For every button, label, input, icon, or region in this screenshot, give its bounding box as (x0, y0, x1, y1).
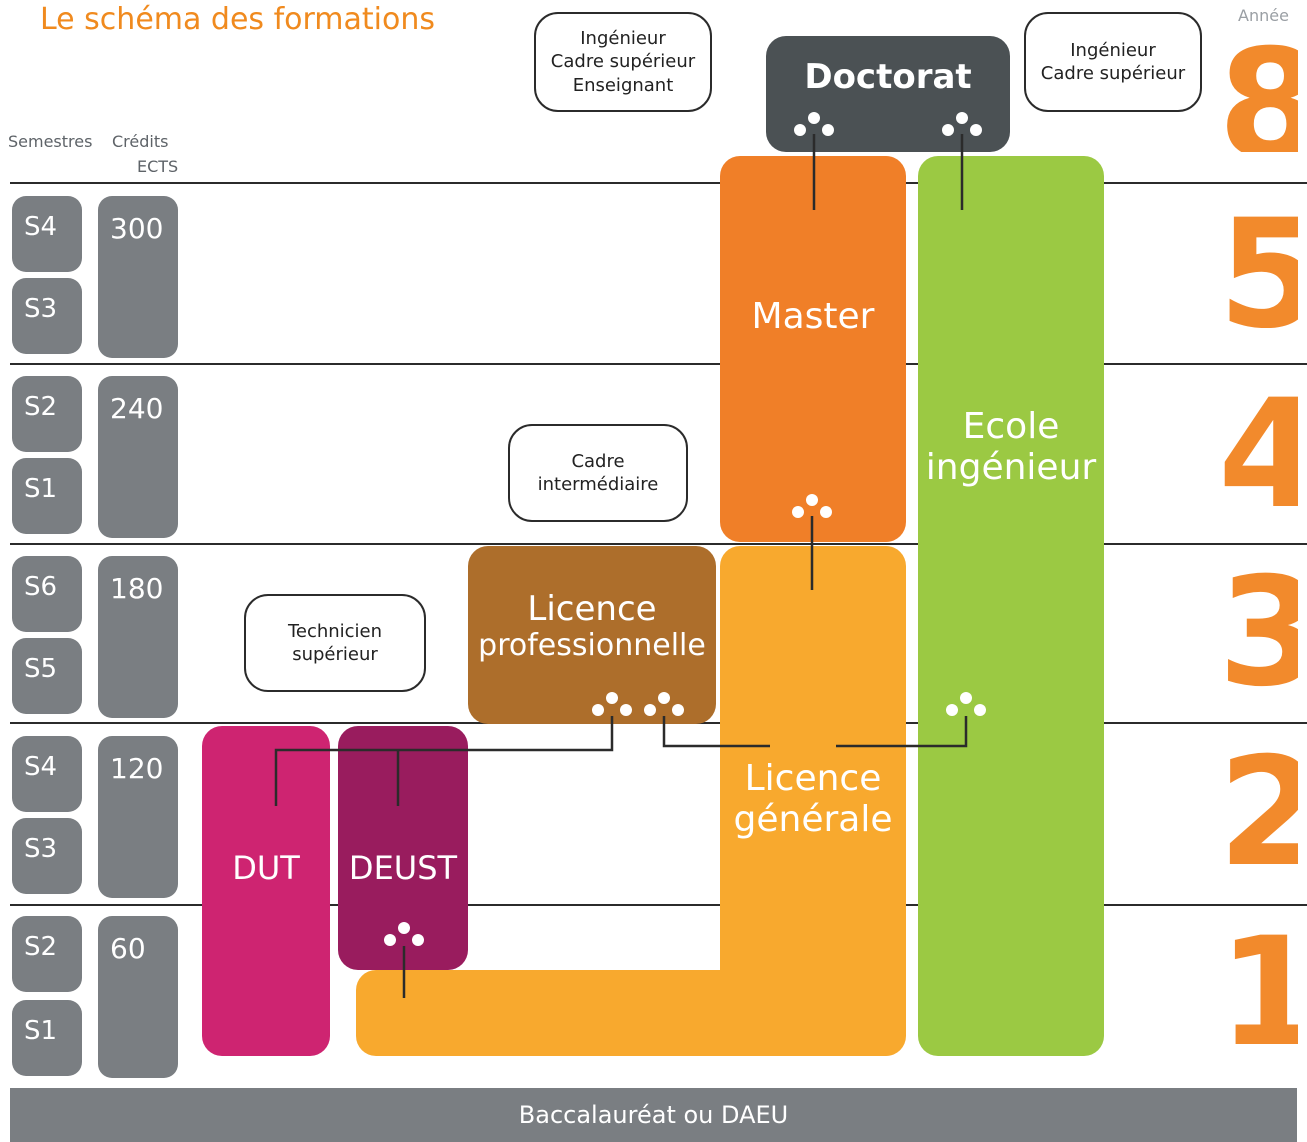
licence-pro-line2: professionnelle (478, 628, 706, 664)
licence-pro-label: Licence professionnelle (468, 589, 716, 664)
year-number: 5 (1218, 200, 1298, 328)
licence-generale-label: Licence générale (720, 758, 906, 841)
career-box-doctorat-right: Ingénieur Cadre supérieur (1024, 12, 1202, 112)
header-semestres: Semestres (8, 132, 93, 151)
career-box-technicien: Technicien supérieur (244, 594, 426, 692)
career-text: Ingénieur (1070, 39, 1156, 61)
year-number: 1 (1218, 918, 1298, 1048)
licence-generale-line1: Licence (744, 758, 882, 799)
master-block: Master (720, 156, 906, 542)
semester-badge: S6 (12, 556, 82, 632)
career-text: Cadre supérieur (1040, 63, 1186, 84)
semester-badge: S1 (12, 1000, 82, 1076)
semester-badge: S3 (12, 278, 82, 354)
link-licence-gen-licence-pro (662, 716, 770, 748)
ecole-ingenieur-line2: ingénieur (925, 447, 1097, 489)
career-text: Technicien (287, 620, 383, 642)
career-text: Ingénieur (580, 27, 666, 49)
year-number: 2 (1218, 738, 1298, 866)
career-text: Cadre (571, 450, 625, 472)
row-separator (10, 904, 1307, 906)
ecole-ingenieur-label: Ecole ingénieur (918, 406, 1104, 489)
doctorat-block: Doctorat (766, 36, 1010, 152)
career-text: Cadre supérieur (550, 51, 696, 73)
year-number: 8 (1218, 30, 1298, 152)
semester-badge: S2 (12, 376, 82, 452)
credits-badge: 120 (98, 736, 178, 898)
row-separator (10, 543, 1307, 545)
deust-label: DEUST (348, 849, 458, 887)
ecole-ingenieur-line1: Ecole (962, 406, 1060, 447)
year-number: 4 (1218, 380, 1298, 508)
credits-badge: 60 (98, 916, 178, 1078)
baccalaureat-bar: Baccalauréat ou DAEU (10, 1088, 1297, 1142)
dots-icon (644, 692, 684, 716)
semester-badge: S4 (12, 196, 82, 272)
licence-generale-base (356, 970, 756, 1056)
semester-badge: S1 (12, 458, 82, 534)
dut-label: DUT (232, 849, 300, 887)
dots-icon (384, 922, 424, 946)
page-title: Le schéma des formations (40, 2, 436, 37)
header-credits: Crédits (112, 132, 169, 151)
semester-badge: S4 (12, 736, 82, 812)
licence-generale-line2: générale (733, 799, 893, 841)
career-text: intermédiaire (537, 474, 659, 495)
credits-badge: 240 (98, 376, 178, 538)
dots-icon (942, 112, 982, 136)
career-box-cadre-intermediaire: Cadre intermédiaire (508, 424, 688, 522)
header-ects: ECTS (137, 157, 179, 176)
link-licence-gen-ecole (836, 716, 968, 748)
dots-icon (592, 692, 632, 716)
licence-pro-block: Licence professionnelle (468, 546, 716, 724)
semester-badge: S2 (12, 916, 82, 992)
doctorat-label: Doctorat (804, 57, 972, 97)
credits-badge: 300 (98, 196, 178, 358)
career-text: supérieur (292, 644, 378, 665)
career-box-doctorat-left: Ingénieur Cadre supérieur Enseignant (534, 12, 712, 112)
year-number: 3 (1218, 558, 1298, 688)
row-separator (10, 182, 1307, 184)
dots-icon (946, 692, 986, 716)
master-label: Master (751, 296, 875, 337)
link-dut-licence-pro (274, 716, 614, 806)
semester-badge: S5 (12, 638, 82, 714)
career-text: Enseignant (572, 74, 674, 96)
dut-block: DUT (202, 726, 330, 1056)
header-annee: Année (1238, 6, 1289, 25)
dots-icon (794, 112, 834, 136)
licence-pro-line1: Licence (527, 589, 657, 629)
semester-badge: S3 (12, 818, 82, 894)
dots-icon (792, 494, 832, 518)
row-separator (10, 363, 1307, 365)
ecole-ingenieur-block: Ecole ingénieur (918, 156, 1104, 1056)
credits-badge: 180 (98, 556, 178, 718)
